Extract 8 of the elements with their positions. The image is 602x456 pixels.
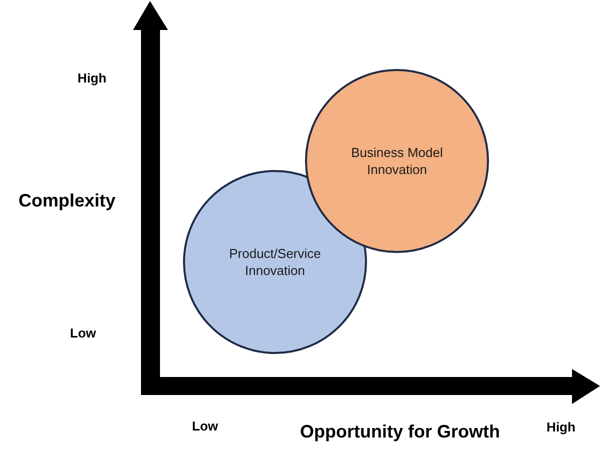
circle-label: Business Model Innovation bbox=[350, 144, 444, 178]
axis-label: Opportunity for Growth bbox=[300, 420, 500, 444]
circle-label: Product/Service Innovation bbox=[228, 245, 322, 279]
axis-label: Low bbox=[70, 324, 96, 342]
axis-label: Low bbox=[192, 417, 218, 436]
axis-label: High bbox=[78, 69, 106, 88]
axis-label: High bbox=[546, 418, 576, 436]
axis-label: Complexity bbox=[18, 190, 116, 212]
